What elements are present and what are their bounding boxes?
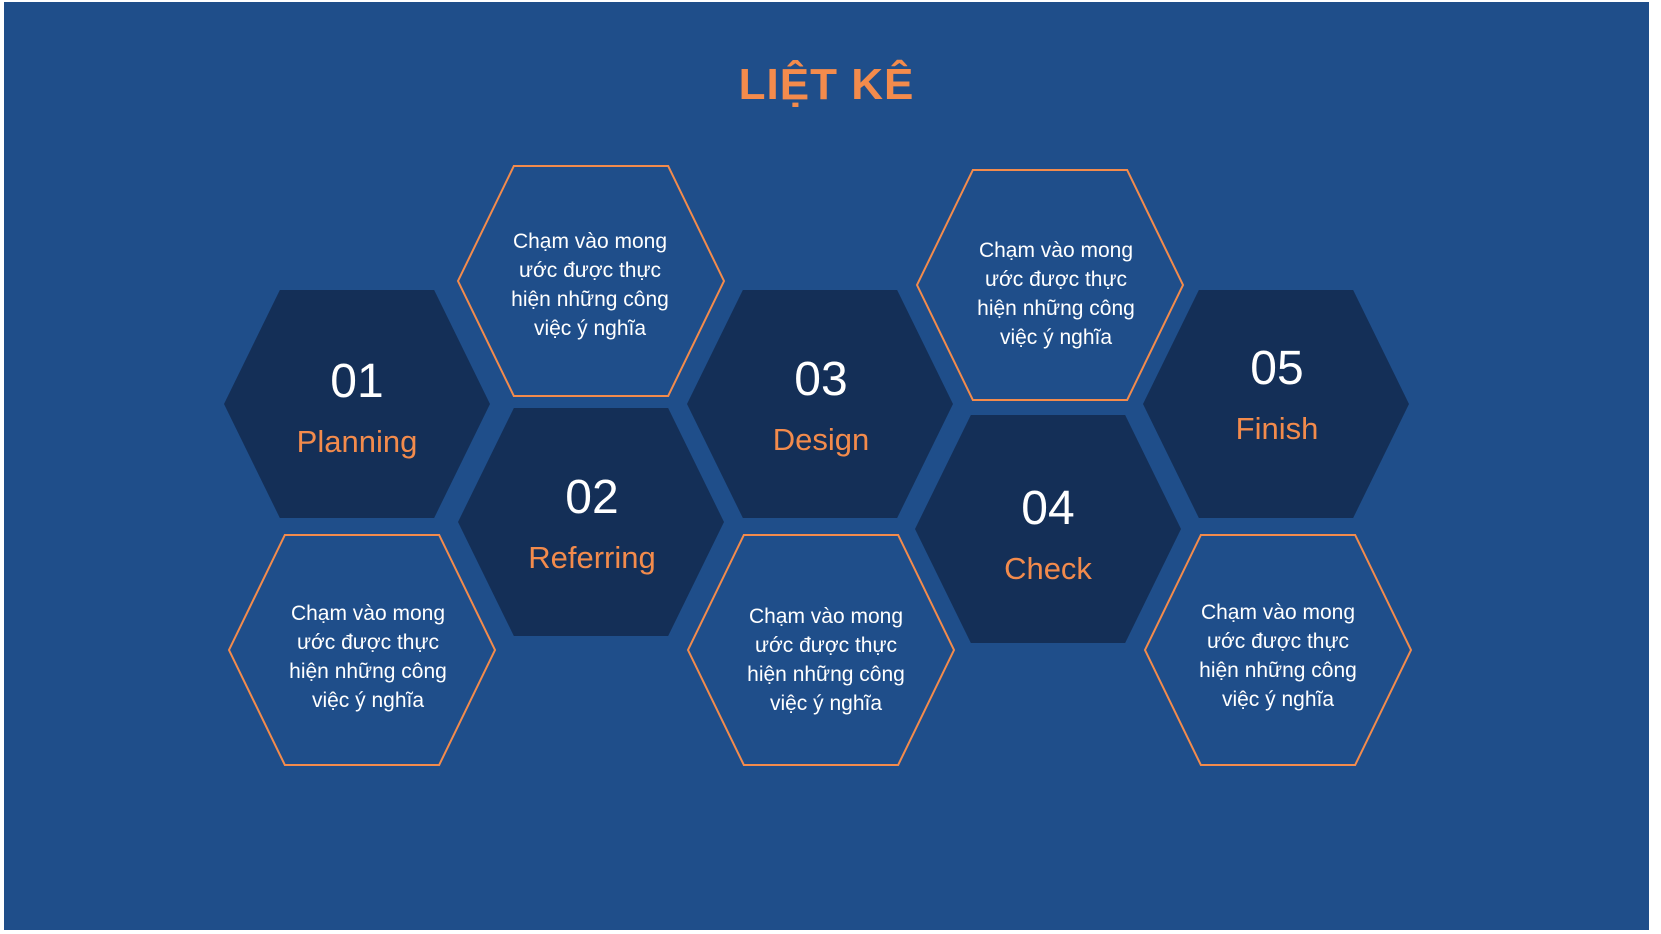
slide-title: LIỆT KÊ — [738, 60, 915, 109]
step-4-hexagon — [915, 415, 1181, 643]
step-5-description-hexagon — [1143, 534, 1413, 766]
step-1-hexagon — [224, 290, 490, 518]
step-2-hexagon — [458, 408, 724, 636]
step-1-description-hexagon — [227, 534, 497, 766]
step-5-hexagon — [1143, 290, 1409, 518]
step-2-description-hexagon — [456, 165, 726, 397]
step-3-description-hexagon — [686, 534, 956, 766]
step-4-description-hexagon — [915, 169, 1185, 401]
step-3-hexagon — [687, 290, 953, 518]
